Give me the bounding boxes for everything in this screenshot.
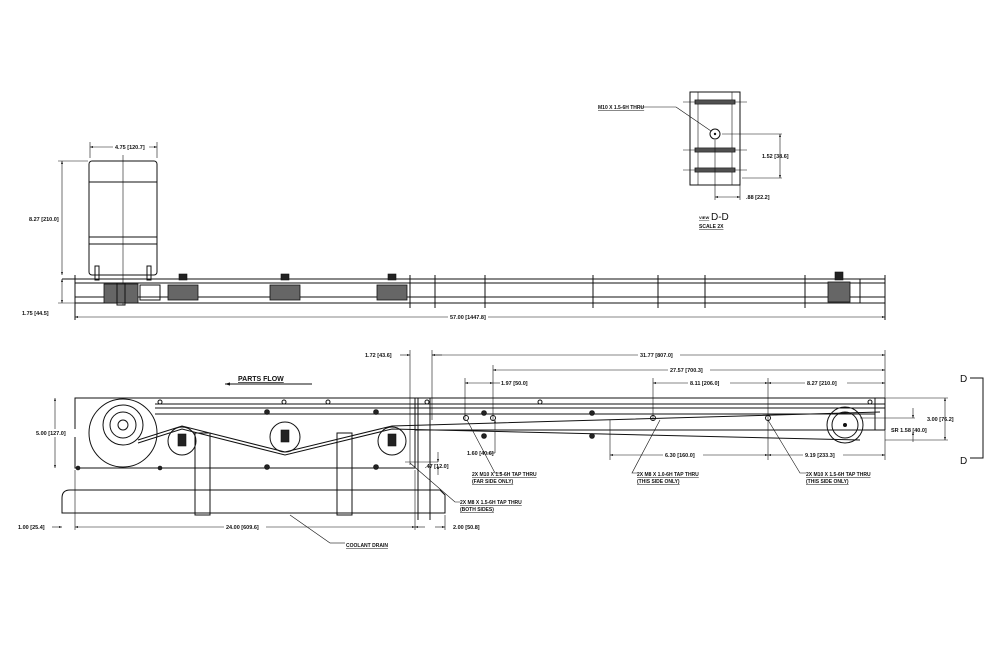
frame — [74, 397, 886, 520]
rail — [62, 275, 886, 320]
dim-3-00: 3.00 [76.2] — [927, 417, 954, 423]
side-view: 4.75 [120.7] 8.27 [210.0] 1.75 [44.5] 57… — [22, 142, 886, 321]
callout-3-line2: (THIS SIDE ONLY) — [806, 479, 849, 485]
dim-8-27: 8.27 [210.0] — [807, 381, 837, 387]
dim-1-72: 1.72 [43.6] — [365, 353, 392, 359]
view-d-d: M10 X 1.5-6H THRU 1.52 [38.6] .88 [22.2]… — [598, 91, 789, 230]
callout-2-line1: 2X M8 X 1.0-6H TAP THRU — [637, 472, 699, 478]
view-dd-label: D-D — [711, 212, 729, 223]
rail-height-dim: 1.75 [44.5] — [22, 311, 49, 317]
view-dd-dim-horizontal: .88 [22.2] — [746, 195, 770, 201]
thru-hole — [709, 128, 721, 140]
dim-sr-1-58: SR 1.58 [40.0] — [891, 428, 927, 434]
dim-9-19: 9.19 [233.3] — [805, 453, 835, 459]
belt — [137, 411, 881, 456]
view-dd-dim-vertical: 1.52 [38.6] — [762, 154, 789, 160]
motor-width-dim: 4.75 [120.7] — [115, 145, 145, 151]
legs — [194, 432, 353, 516]
callout-4-line1: 2X M8 X 1.5-6H TAP THRU — [460, 500, 522, 506]
idler-pulleys — [167, 406, 864, 456]
dim-2-00: 2.00 [50.8] — [453, 525, 480, 531]
callout-4-line2: (BOTH SIDES) — [460, 507, 494, 513]
callout-1-line1: 2X M10 X 1.5-6H TAP THRU — [472, 472, 537, 478]
section-marker-d-d: D D — [960, 374, 984, 467]
view-dd-scale: SCALE 2X — [699, 224, 724, 230]
dim-24-00: 24.00 [609.6] — [226, 525, 259, 531]
dim-31-77: 31.77 [807.0] — [640, 353, 673, 359]
drive-pulley — [88, 398, 158, 468]
dim-1-00: 1.00 [25.4] — [18, 525, 45, 531]
callout-1-line2: (FAR SIDE ONLY) — [472, 479, 514, 485]
callout-2-line2: (THIS SIDE ONLY) — [637, 479, 680, 485]
motor-height-dim: 8.27 [210.0] — [29, 217, 59, 223]
parts-flow-label: PARTS FLOW — [238, 376, 284, 383]
frame-height-dim: 5.00 [127.0] — [36, 431, 66, 437]
rail-ticks — [409, 275, 806, 308]
overall-length-dim: 57.00 [1447.8] — [450, 315, 486, 321]
dim-1-97: 1.97 [50.0] — [501, 381, 528, 387]
section-d-bottom: D — [960, 456, 967, 467]
dim-27-57: 27.57 [700.3] — [670, 368, 703, 374]
front-view: PARTS FLOW — [18, 350, 984, 549]
coolant-drain-label: COOLANT DRAIN — [346, 543, 388, 549]
view-dd-prefix: VIEW — [699, 215, 709, 220]
dim-8-11: 8.11 [206.0] — [690, 381, 720, 387]
coolant-tray — [61, 489, 446, 514]
motor — [88, 155, 158, 305]
dim-047: .47 [12.0] — [425, 464, 449, 470]
dim-6-30: 6.30 [160.0] — [665, 453, 695, 459]
callout-3-line1: 2X M10 X 1.5-6H TAP THRU — [806, 472, 871, 478]
dim-1-60: 1.60 [40.6] — [467, 451, 494, 457]
roller-blocks — [167, 271, 851, 303]
section-d-top: D — [960, 374, 967, 385]
view-dd-callout: M10 X 1.5-6H THRU — [598, 105, 645, 111]
